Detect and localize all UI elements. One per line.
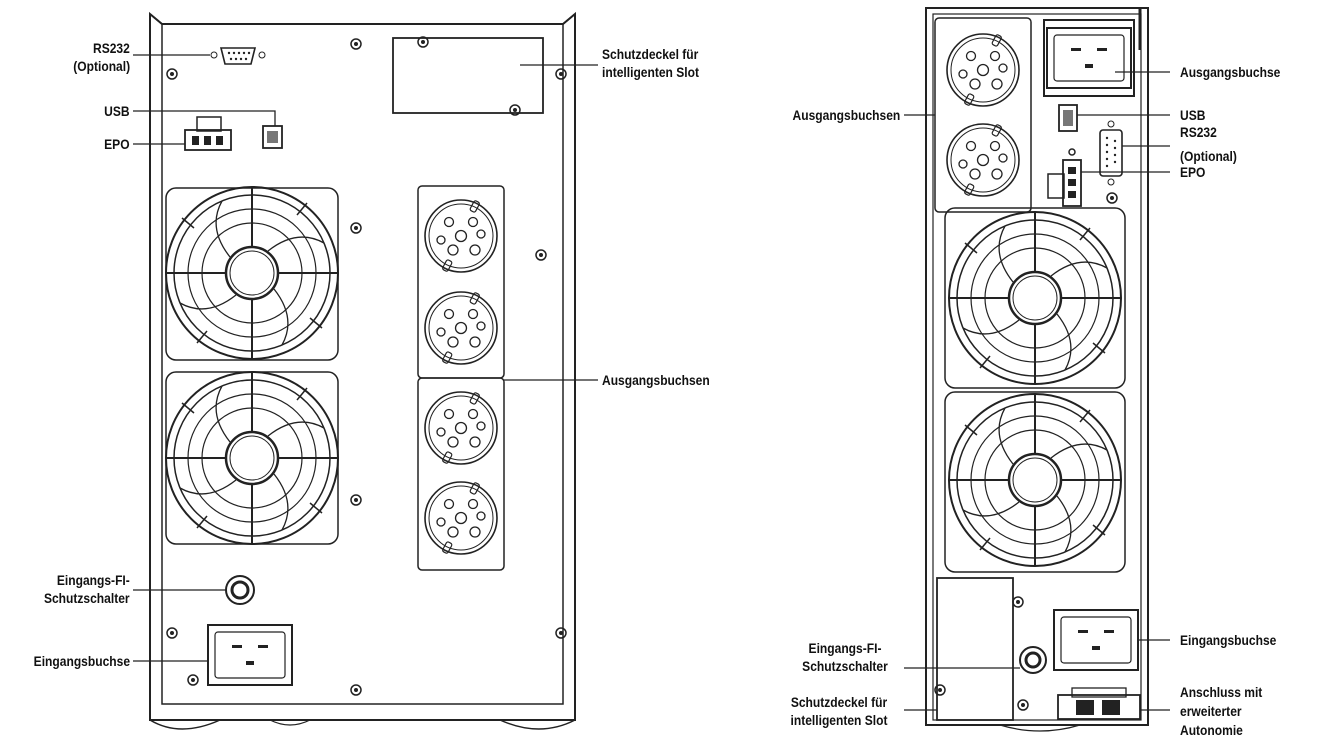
left-slot-cover bbox=[392, 36, 544, 116]
right-input-socket-label: Eingangsbuchse bbox=[1180, 632, 1277, 648]
left-breaker-label: Eingangs-FI- bbox=[57, 572, 130, 588]
right-output-sockets-label: Ausgangsbuchsen bbox=[792, 107, 900, 123]
left-input-socket-label: Eingangsbuchse bbox=[33, 653, 130, 669]
left-input-socket bbox=[207, 624, 293, 686]
right-output-sockets bbox=[934, 17, 1032, 213]
right-fan-top bbox=[944, 207, 1126, 389]
left-output-sockets-label: Ausgangsbuchsen bbox=[602, 372, 710, 388]
right-rs232-port bbox=[1099, 120, 1123, 186]
right-slot-cover-label: Schutzdeckel für bbox=[790, 694, 888, 710]
right-ext-battery-label-3: Autonomie bbox=[1180, 722, 1243, 738]
right-ext-battery-label-2: erweiterter bbox=[1180, 703, 1242, 719]
left-epo-port bbox=[184, 116, 232, 151]
right-ext-battery-label: Anschluss mit bbox=[1180, 684, 1263, 700]
left-epo-label: EPO bbox=[104, 136, 130, 152]
right-slot-cover bbox=[934, 577, 1024, 721]
right-input-breaker bbox=[1019, 646, 1047, 674]
left-fan-bottom bbox=[164, 370, 340, 546]
right-output-socket bbox=[1043, 19, 1135, 97]
left-output-sockets bbox=[417, 185, 505, 571]
left-slot-cover-label: Schutzdeckel für bbox=[602, 46, 699, 62]
right-usb-label: USB bbox=[1180, 107, 1206, 123]
left-ups-unit bbox=[133, 11, 598, 730]
right-fan-bottom bbox=[944, 391, 1126, 573]
right-usb-port bbox=[1058, 104, 1078, 132]
left-input-breaker bbox=[225, 575, 255, 605]
left-breaker-label-2: Schutzschalter bbox=[44, 590, 130, 606]
right-breaker-label: Eingangs-FI- bbox=[808, 640, 882, 656]
right-ups-unit bbox=[904, 7, 1170, 732]
left-slot-cover-label-2: intelligenten Slot bbox=[602, 64, 699, 80]
right-epo-label: EPO bbox=[1180, 164, 1206, 180]
right-breaker-label-2: Schutzschalter bbox=[802, 658, 888, 674]
right-input-socket bbox=[1053, 609, 1139, 671]
left-rs232-port bbox=[210, 47, 266, 65]
left-usb-port bbox=[262, 125, 283, 149]
left-rs232-label: RS232 bbox=[93, 40, 130, 56]
right-ext-battery-connector bbox=[1057, 687, 1141, 720]
right-output-socket-label: Ausgangsbuchse bbox=[1180, 64, 1281, 80]
left-rs232-optional-label: (Optional) bbox=[73, 58, 130, 74]
right-rs232-label: RS232 bbox=[1180, 124, 1217, 140]
right-rs232-optional-label: (Optional) bbox=[1180, 148, 1237, 164]
right-epo-port bbox=[1047, 159, 1082, 207]
left-usb-label: USB bbox=[104, 103, 130, 119]
right-slot-cover-label-2: intelligenten Slot bbox=[790, 712, 888, 728]
left-fan-top bbox=[164, 185, 340, 361]
